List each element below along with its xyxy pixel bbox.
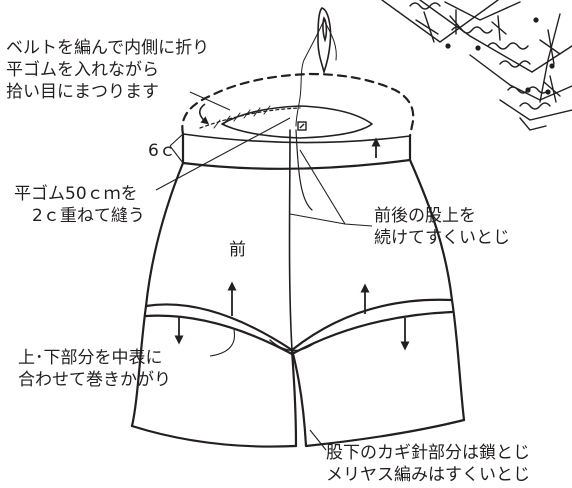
waistband-back-dashed (181, 72, 415, 138)
belt-fold-instruction: ベルトを編んで内側に折り 平ゴムを入れながら 拾い目にまつります (6, 37, 209, 103)
sewing-needle-icon (295, 7, 337, 127)
lace-dots (445, 17, 555, 95)
crochet-lace-motif-icon (381, 0, 572, 131)
left-band-top (144, 303, 294, 352)
right-hem (304, 418, 466, 448)
front-back-rise-instruction: 前後の股上を 続けてすくいとじ (374, 205, 510, 249)
left-band-bottom (144, 314, 294, 356)
elastic-instruction: 平ゴム50ｃｍを 2ｃ重ねて縫う (14, 183, 145, 227)
right-band-bottom (290, 310, 454, 356)
elastic-line-1: 平ゴム50ｃｍを (14, 184, 138, 204)
belt-fold-line-2: 平ゴムを入れながら (6, 60, 159, 80)
front-back-rise-line-2: 続けてすくいとじ (374, 228, 510, 248)
front-text: 前 (229, 240, 246, 260)
upper-lower-join-instruction: 上･下部分を中表に 合わせて巻きかがり (18, 347, 171, 391)
upper-lower-join-line-1: 上･下部分を中表に (18, 348, 163, 368)
belt-fold-line-3: 拾い目にまつります (6, 82, 159, 102)
left-hem (130, 424, 298, 448)
belt-width-label: 6ｃ (148, 140, 176, 162)
right-band-top (290, 298, 454, 352)
shorts-body (130, 72, 466, 448)
left-inseam (290, 348, 298, 448)
waist-stitches (213, 105, 271, 129)
center-front-seam (288, 129, 293, 351)
waist-opening (221, 105, 373, 139)
belt-fold-line-1: ベルトを編んで内側に折り (6, 38, 210, 58)
elastic-line-2: 2ｃ重ねて縫う (32, 206, 145, 226)
direction-arrows (174, 137, 410, 351)
fold-in-arrow (198, 103, 210, 125)
elastic-overlap-marker (297, 121, 307, 131)
inseam-line-1: 股下のカギ針部分は鎖とじ (326, 443, 530, 463)
inseam-instruction: 股下のカギ針部分は鎖とじ メリヤス編みはすくいとじ (326, 442, 530, 486)
belt-width-text: 6ｃ (148, 141, 176, 161)
inseam-line-2: メリヤス編みはすくいとじ (326, 465, 530, 485)
leader-lines (155, 91, 373, 451)
front-back-rise-line-1: 前後の股上を (374, 206, 476, 226)
right-inseam (290, 348, 308, 448)
front-label: 前 (229, 239, 246, 261)
right-leg-outer (408, 158, 466, 422)
waistband-front (181, 132, 412, 170)
upper-lower-join-line-2: 合わせて巻きかがり (18, 370, 171, 390)
